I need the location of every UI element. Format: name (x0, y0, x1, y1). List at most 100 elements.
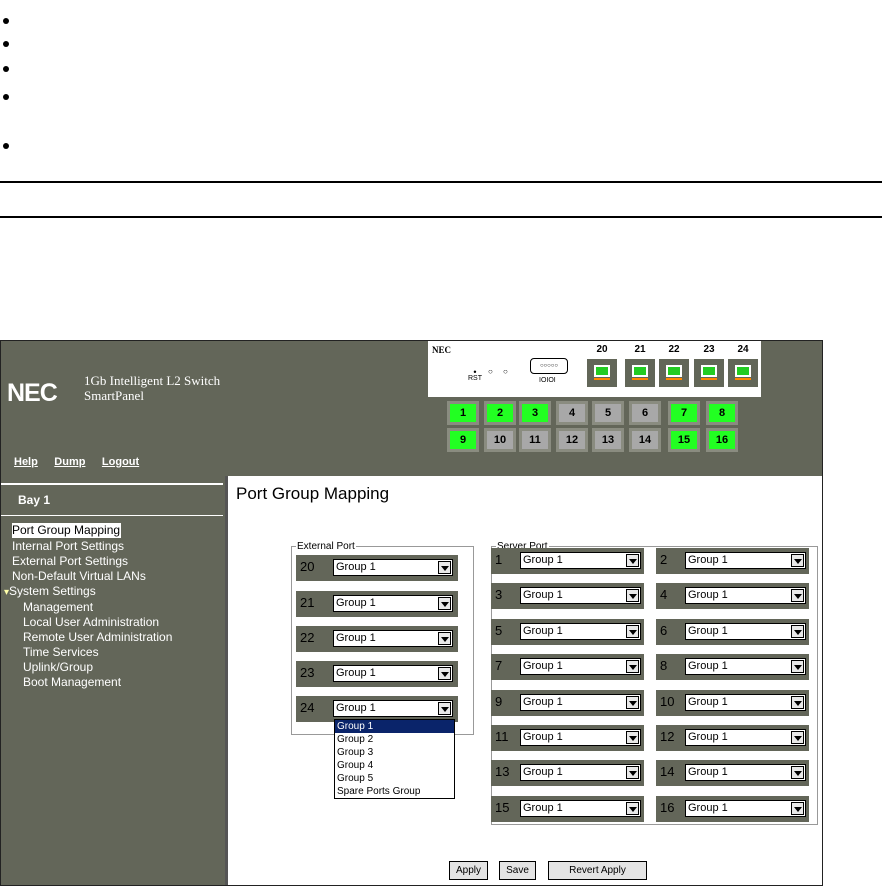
chevron-down-icon[interactable] (791, 802, 804, 815)
group-select[interactable]: Group 1 (685, 800, 806, 817)
group-select[interactable]: Group 1 (520, 694, 641, 711)
chevron-down-icon[interactable] (791, 766, 804, 779)
port-status-8[interactable]: 8 (706, 401, 738, 425)
server-port-row-6: 6 Group 1 (656, 619, 809, 645)
port-status-16[interactable]: 16 (706, 428, 738, 452)
port-number: 6 (660, 623, 668, 638)
group-select[interactable]: Group 1 (333, 700, 453, 717)
revert-apply-button[interactable]: Revert Apply (548, 861, 647, 880)
chevron-down-icon[interactable] (791, 660, 804, 673)
sfp-port-label: 23 (703, 344, 715, 355)
group-select[interactable]: Group 1 (685, 694, 806, 711)
port-number: 13 (495, 764, 510, 779)
sidebar-item-management[interactable]: Management (23, 600, 94, 614)
sidebar-item-local-user-administration[interactable]: Local User Administration (23, 615, 160, 629)
sidebar-item-port-group-mapping[interactable]: Port Group Mapping (12, 523, 122, 538)
group-select[interactable]: Group 1 (520, 764, 641, 781)
port-number: 24 (300, 700, 315, 715)
dropdown-option[interactable]: Group 5 (337, 773, 374, 784)
chevron-down-icon[interactable] (626, 589, 639, 602)
chevron-down-icon[interactable] (438, 667, 451, 680)
sidebar-item-external-port-settings[interactable]: External Port Settings (12, 554, 129, 568)
sfp-port-21[interactable] (625, 359, 655, 387)
group-select[interactable]: Group 1 (685, 623, 806, 640)
group-select[interactable]: Group 1 (685, 587, 806, 604)
port-status-4[interactable]: 4 (556, 401, 588, 425)
group-select[interactable]: Group 1 (333, 559, 453, 576)
sidebar-item-remote-user-administration[interactable]: Remote User Administration (23, 630, 173, 644)
help-link[interactable]: Help (14, 456, 38, 468)
sfp-port-22[interactable] (659, 359, 689, 387)
sidebar-item-boot-management[interactable]: Boot Management (23, 675, 122, 689)
port-status-12[interactable]: 12 (556, 428, 588, 452)
port-status-14[interactable]: 14 (629, 428, 661, 452)
dropdown-option[interactable]: Spare Ports Group (337, 786, 421, 797)
port-status-6[interactable]: 6 (629, 401, 661, 425)
chevron-down-icon[interactable] (791, 625, 804, 638)
group-select[interactable]: Group 1 (520, 658, 641, 675)
chevron-down-icon[interactable] (438, 632, 451, 645)
logout-link[interactable]: Logout (101, 456, 140, 468)
group-select[interactable]: Group 1 (520, 800, 641, 817)
dropdown-option[interactable]: Group 4 (337, 760, 374, 771)
sidebar-item-non-default-virtual-lans[interactable]: Non-Default Virtual LANs (12, 569, 146, 583)
port-status-15[interactable]: 15 (668, 428, 700, 452)
apply-button[interactable]: Apply (449, 861, 488, 880)
external-port-row-24: 24 Group 1 (296, 696, 458, 722)
sfp-port-24[interactable] (728, 359, 758, 387)
group-select[interactable]: Group 1 (520, 552, 641, 569)
chevron-down-icon[interactable] (438, 702, 451, 715)
group-select-value: Group 1 (688, 802, 728, 814)
chevron-down-icon[interactable] (626, 660, 639, 673)
port-status-13[interactable]: 13 (592, 428, 624, 452)
chevron-down-icon[interactable] (626, 802, 639, 815)
dump-link[interactable]: Dump (54, 456, 86, 468)
sidebar-item-internal-port-settings[interactable]: Internal Port Settings (12, 539, 125, 553)
group-select[interactable]: Group 1 (520, 587, 641, 604)
port-status-1[interactable]: 1 (447, 401, 479, 425)
chevron-down-icon[interactable] (626, 766, 639, 779)
port-status-10[interactable]: 10 (484, 428, 516, 452)
chevron-down-icon[interactable] (626, 696, 639, 709)
chevron-down-icon[interactable] (791, 554, 804, 567)
group-select[interactable]: Group 1 (520, 729, 641, 746)
chevron-down-icon[interactable] (626, 625, 639, 638)
port-number: 3 (495, 587, 503, 602)
sidebar-item-time-services[interactable]: Time Services (23, 645, 99, 659)
bullet-marker (3, 94, 9, 100)
port-status-9[interactable]: 9 (447, 428, 479, 452)
save-button[interactable]: Save (499, 861, 536, 880)
chevron-down-icon[interactable] (626, 731, 639, 744)
chevron-down-icon[interactable] (626, 554, 639, 567)
sidebar-item-uplink-group[interactable]: Uplink/Group (23, 660, 94, 674)
chevron-down-icon[interactable] (438, 597, 451, 610)
dropdown-option[interactable]: Group 1 (335, 720, 454, 733)
group-select[interactable]: Group 1 (685, 552, 806, 569)
chevron-down-icon[interactable] (791, 731, 804, 744)
group-select[interactable]: Group 1 (520, 623, 641, 640)
sfp-port-20[interactable] (587, 359, 617, 387)
sfp-port-label: 21 (634, 344, 646, 355)
sidebar-item-system-settings[interactable]: System Settings (9, 584, 172, 600)
port-status-7[interactable]: 7 (668, 401, 700, 425)
horizontal-rule (0, 181, 882, 183)
chevron-down-icon[interactable] (791, 696, 804, 709)
dropdown-option[interactable]: Group 3 (337, 747, 374, 758)
chevron-down-icon[interactable] (791, 589, 804, 602)
port-status-2[interactable]: 2 (484, 401, 516, 425)
port-status-11[interactable]: 11 (519, 428, 551, 452)
group-select[interactable]: Group 1 (685, 764, 806, 781)
group-select[interactable]: Group 1 (333, 665, 453, 682)
chevron-down-icon[interactable] (438, 561, 451, 574)
group-select[interactable]: Group 1 (685, 658, 806, 675)
group-select[interactable]: Group 1 (685, 729, 806, 746)
group-select[interactable]: Group 1 (333, 630, 453, 647)
dropdown-option[interactable]: Group 2 (337, 734, 374, 745)
group-select[interactable]: Group 1 (333, 595, 453, 612)
sfp-port-23[interactable] (694, 359, 724, 387)
port-status-3[interactable]: 3 (519, 401, 551, 425)
port-status-5[interactable]: 5 (592, 401, 624, 425)
